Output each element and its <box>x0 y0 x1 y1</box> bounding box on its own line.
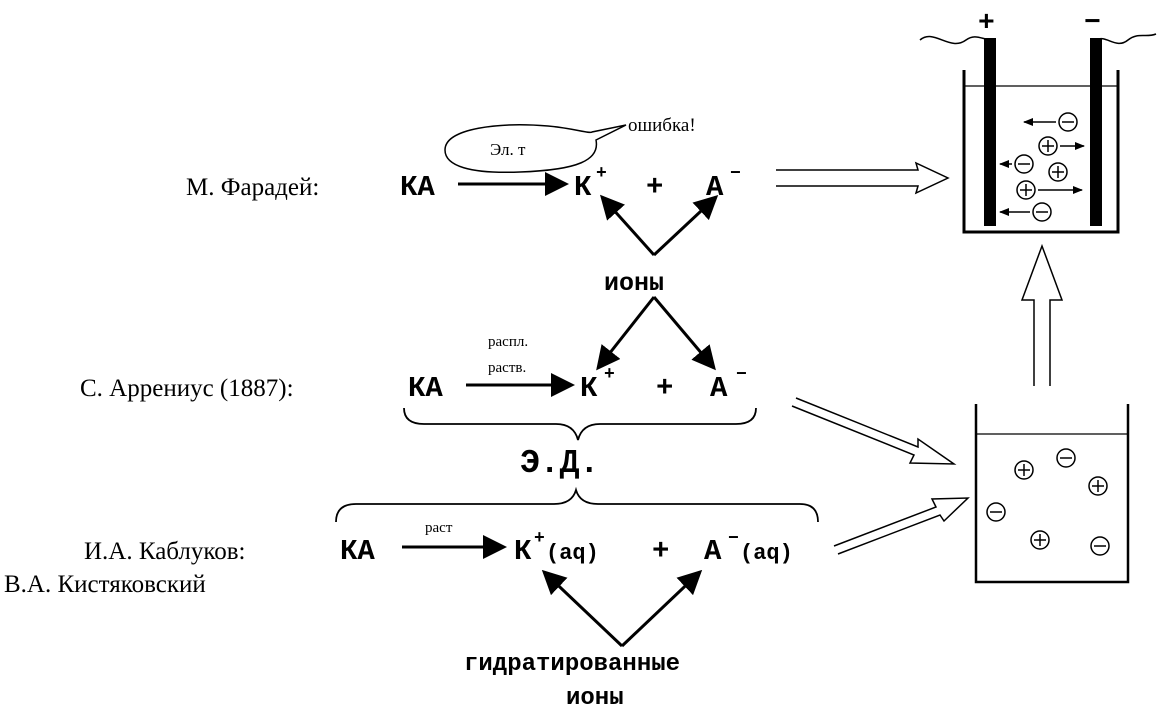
cation-2 <box>1048 162 1068 182</box>
arrhenius-reactant: КА <box>408 372 443 405</box>
hydrated-label-line-1: гидратированные <box>464 651 680 678</box>
kablukov-to-beaker-arrow <box>833 497 970 555</box>
hydrated-arrow-to-anion <box>620 569 703 648</box>
arrhenius-brace <box>403 407 757 441</box>
cation-3 <box>1016 180 1036 200</box>
beaker-anion-3 <box>1090 536 1110 556</box>
beaker-anion-1 <box>1056 448 1076 468</box>
beaker-vessel <box>974 404 1130 584</box>
error-note: ошибка! <box>628 115 696 136</box>
ions-arrow-to-faraday-cation <box>599 194 656 257</box>
beaker-cation-1 <box>1014 460 1034 480</box>
faraday-author: М. Фарадей: <box>186 174 319 201</box>
arrhenius-plus: + <box>656 372 673 405</box>
anode-electrode <box>984 38 996 226</box>
anion-2 <box>1014 154 1034 174</box>
electrolyzer: + − <box>919 8 1157 234</box>
faraday-cation-charge: + <box>596 164 607 184</box>
faraday-anion-charge: − <box>730 164 741 184</box>
arrhenius-to-beaker-arrow <box>791 397 957 465</box>
anode-sign: + <box>978 8 995 39</box>
anion-1 <box>1058 112 1078 132</box>
kablukov-reactant: КА <box>340 535 375 568</box>
kablukov-brace <box>335 486 819 523</box>
kablukov-author-1: И.А. Каблуков: <box>84 538 246 565</box>
anode-wire <box>919 35 991 45</box>
theory-label: Э.Д. <box>520 445 599 482</box>
cathode-sign: − <box>1084 8 1101 39</box>
kablukov-plus: + <box>652 535 669 568</box>
arrhenius-condition-melt: распл. <box>488 334 528 350</box>
arrhenius-cation: К <box>580 372 598 405</box>
arrhenius-anion: А <box>710 372 728 405</box>
beaker-to-electrolyzer-arrow <box>1020 243 1064 386</box>
hydrated-arrow-to-cation <box>541 569 624 648</box>
kablukov-anion: А <box>704 535 722 568</box>
ions-arrow-to-arrhenius-anion <box>652 296 716 371</box>
kablukov-cation: К <box>514 535 532 568</box>
kablukov-author-2: В.А. Кистяковский <box>4 571 206 598</box>
beaker <box>974 404 1130 584</box>
arrhenius-anion-charge: − <box>736 365 747 385</box>
migrating-ions <box>999 112 1085 222</box>
kablukov-cation-state: (aq) <box>546 541 599 566</box>
beaker-cation-3 <box>1030 530 1050 550</box>
bubble-text: Эл. т <box>490 140 526 159</box>
cathode-electrode <box>1090 38 1102 226</box>
cation-1 <box>1038 136 1058 156</box>
arrhenius-condition-solution: раств. <box>488 360 526 376</box>
kablukov-anion-charge: − <box>728 529 739 549</box>
ions-label: ионы <box>604 269 664 298</box>
kablukov-condition: раст <box>425 520 453 536</box>
kablukov-anion-state: (aq) <box>740 541 793 566</box>
arrhenius-author: С. Аррениус (1887): <box>80 375 294 402</box>
faraday-cation: К <box>574 171 592 204</box>
electrolyzer-vessel <box>962 70 1120 234</box>
beaker-cation-2 <box>1088 476 1108 496</box>
ions-arrow-to-arrhenius-cation <box>596 296 656 371</box>
speech-bubble <box>444 124 627 174</box>
anion-3 <box>1032 202 1052 222</box>
cathode-wire <box>1095 33 1157 45</box>
faraday-plus: + <box>646 171 663 204</box>
beaker-anion-2 <box>986 502 1006 522</box>
faraday-reactant: КА <box>400 171 435 204</box>
ions-arrow-to-faraday-anion <box>652 194 719 257</box>
kablukov-cation-charge: + <box>534 529 545 549</box>
faraday-to-electrolyzer-arrow <box>776 161 950 195</box>
hydrated-label-line-2: ионы <box>566 685 624 710</box>
arrhenius-cation-charge: + <box>604 365 615 385</box>
